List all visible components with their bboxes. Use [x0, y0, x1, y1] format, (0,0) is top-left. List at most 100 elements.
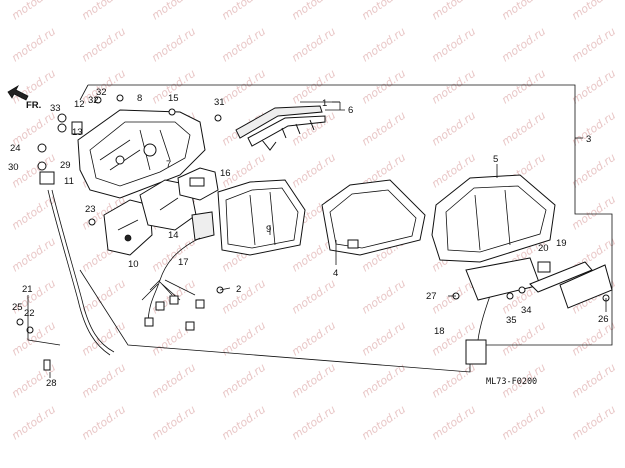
callout-15: 15 [168, 93, 179, 104]
watermark-text: motod.ru [499, 67, 548, 107]
callout-12: 12 [74, 99, 85, 110]
callout-10: 10 [128, 259, 139, 270]
watermark-text: motod.ru [9, 235, 58, 275]
watermark-text: motod.ru [499, 25, 548, 65]
watermark-text: motod.ru [429, 109, 478, 149]
callout-3: 3 [586, 134, 591, 145]
callout-28: 28 [46, 378, 57, 389]
watermark-text: motod.ru [219, 25, 268, 65]
callouts: 1 2 3 4 5 6 7 8 9 10 11 12 13 14 15 16 1… [8, 87, 609, 389]
callout-32-b: 32 [88, 95, 99, 106]
part-speedo-cable [39, 171, 115, 356]
part-trim-strip [235, 105, 326, 151]
watermark-text: motod.ru [219, 0, 268, 22]
callout-30: 30 [8, 162, 19, 173]
watermark-text: motod.ru [359, 109, 408, 149]
callout-17: 17 [178, 257, 189, 268]
watermark-text: motod.ru [429, 403, 478, 443]
callout-6: 6 [348, 105, 353, 116]
watermark-text: motod.ru [149, 0, 198, 22]
watermark-text: motod.ru [149, 403, 198, 443]
callout-29: 29 [60, 160, 71, 171]
part-fuel-gauge [103, 199, 153, 256]
callout-35: 35 [506, 315, 517, 326]
callout-34: 34 [521, 305, 532, 316]
callout-33: 33 [50, 103, 61, 114]
watermark-text: motod.ru [569, 67, 618, 107]
part-visor [431, 174, 556, 263]
callout-16: 16 [220, 168, 231, 179]
part-indicator-panel [465, 257, 613, 309]
callout-18: 18 [434, 326, 445, 337]
watermark-text: motod.ru [9, 319, 58, 359]
watermark-text: motod.ru [359, 403, 408, 443]
watermark-text: motod.ru [149, 361, 198, 401]
watermark-text: motod.ru [289, 319, 338, 359]
callout-11: 11 [64, 176, 74, 187]
callout-9: 9 [266, 224, 271, 235]
watermark-text: motod.ru [289, 403, 338, 443]
watermark-text: motod.ru [289, 277, 338, 317]
watermark-text: motod.ru [569, 25, 618, 65]
watermark-text: motod.ru [569, 0, 618, 22]
watermark-text: motod.ru [429, 361, 478, 401]
callout-19: 19 [556, 238, 567, 249]
watermark-text: motod.ru [499, 403, 548, 443]
callout-25: 25 [12, 302, 23, 313]
watermark-text: motod.ru [9, 0, 58, 22]
part-inner-frame [217, 179, 306, 256]
watermark-text: motod.ru [359, 319, 408, 359]
part-wire-harness [141, 237, 205, 331]
part-switch-block [177, 167, 219, 241]
callout-1: 1 [322, 98, 327, 109]
watermark-text: motod.ru [499, 109, 548, 149]
watermark-text: motod.ru [219, 361, 268, 401]
watermark-text: motod.ru [9, 193, 58, 233]
watermark-text: motod.ru [289, 0, 338, 22]
callout-21: 21 [22, 284, 33, 295]
watermark-text: motod.ru [359, 277, 408, 317]
watermark-text: motod.ru [9, 403, 58, 443]
callout-24: 24 [10, 143, 21, 154]
watermark-text: motod.ru [569, 151, 618, 191]
callout-31: 31 [214, 97, 225, 108]
watermark-text: motod.ru [569, 361, 618, 401]
watermark-text: motod.ru [429, 0, 478, 22]
watermark-text: motod.ru [79, 319, 128, 359]
watermark-text: motod.ru [359, 67, 408, 107]
watermark-text: motod.ru [359, 25, 408, 65]
callout-23: 23 [85, 204, 96, 215]
direction-label: FR. [26, 100, 41, 111]
frame-edge [79, 84, 89, 101]
watermark-text: motod.ru [289, 67, 338, 107]
watermark-text: motod.ru [289, 151, 338, 191]
callout-22: 22 [24, 308, 35, 319]
watermark-text: motod.ru [429, 25, 478, 65]
watermark-text: motod.ru [219, 277, 268, 317]
callout-13: 13 [72, 127, 83, 138]
fasteners [16, 94, 610, 371]
watermark-text: motod.ru [569, 109, 618, 149]
watermark-text: motod.ru [219, 67, 268, 107]
watermark-text: motod.ru [289, 361, 338, 401]
watermark-text: motod.ru [289, 25, 338, 65]
watermark-text: motod.ru [149, 25, 198, 65]
watermark-text: motod.ru [79, 277, 128, 317]
part-meter-case [77, 109, 206, 199]
diagram-code: ML73-F0200 [486, 377, 537, 387]
callout-7: 7 [166, 159, 171, 170]
watermark-text: motod.ru [9, 25, 58, 65]
leader-lines [27, 101, 607, 378]
watermark-text: motod.ru [569, 319, 618, 359]
callout-20: 20 [538, 243, 549, 254]
callout-26: 26 [598, 314, 609, 325]
callout-27: 27 [426, 291, 437, 302]
callout-4: 4 [333, 268, 338, 279]
watermark-text: motod.ru [569, 193, 618, 233]
watermark-text: motod.ru [499, 0, 548, 22]
assembly-frame [79, 84, 613, 373]
watermark-text: motod.ru [79, 0, 128, 22]
callout-2: 2 [236, 284, 241, 295]
